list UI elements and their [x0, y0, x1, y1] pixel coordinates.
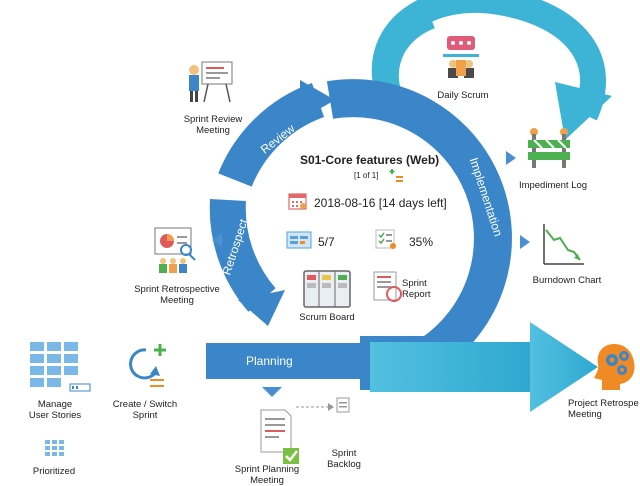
sprint-planning-meeting-label: Sprint Planning Meeting	[222, 464, 312, 486]
burndown-chart-icon[interactable]	[540, 222, 586, 273]
sprint-retrospective-meeting-label: Sprint Retrospective Meeting	[122, 284, 232, 306]
daily-scrum-label: Daily Scrum	[437, 90, 489, 101]
create-switch-sprint-label: Create / Switch Sprint	[100, 399, 190, 421]
manage-user-stories-icon[interactable]	[30, 342, 92, 399]
checklist-icon[interactable]	[374, 228, 398, 255]
retro-arrow	[212, 233, 222, 247]
sprint-review-meeting-text: Sprint Review Meeting	[183, 114, 243, 136]
impediment-arrow	[506, 151, 516, 165]
stories-done: 5/7	[318, 235, 335, 249]
burndown-chart-label: Burndown Chart	[532, 275, 602, 286]
impediment-log-icon[interactable]	[528, 126, 570, 175]
sprint-planning-meeting-icon[interactable]	[255, 408, 303, 469]
planning-label: Planning	[246, 354, 293, 368]
project-arrow	[370, 322, 598, 412]
sprint-backlog-label: Sprint Backlog	[316, 448, 372, 470]
project-retrospective-icon[interactable]	[592, 340, 640, 397]
create-switch-sprint-icon[interactable]	[120, 342, 170, 395]
sprint-retrospective-meeting-icon[interactable]	[153, 226, 197, 279]
burndown-arrow	[520, 235, 530, 249]
progress-percent: 35%	[409, 235, 434, 249]
planning-down-arrow	[262, 387, 282, 397]
manage-user-stories-label: Manage User Stories	[10, 399, 100, 421]
backlog-connector	[296, 403, 334, 411]
create-switch-sprint-text: Create / Switch Sprint	[112, 399, 178, 421]
daily-scrum-loop	[371, 0, 612, 140]
sprint-title[interactable]: S01-Core features (Web)	[300, 153, 440, 167]
sprint-review-meeting-label: Sprint Review Meeting	[168, 114, 258, 136]
manage-user-stories-text: Manage User Stories	[28, 399, 82, 421]
sprint-counter: [1 of 1]	[354, 171, 379, 180]
sprint-report-text: Sprint Report	[402, 278, 431, 300]
sprint-backlog-icon[interactable]	[335, 396, 353, 421]
sprint-report-icon[interactable]	[372, 270, 406, 311]
sprint-review-meeting-icon[interactable]	[186, 58, 236, 109]
project-retrospective-text: Project Retrospe Meeting	[568, 398, 639, 420]
switch-sprint-icon[interactable]	[388, 167, 404, 190]
prioritized-label: Prioritized	[32, 466, 76, 477]
daily-scrum-icon[interactable]	[443, 34, 479, 83]
scrum-board-label: Scrum Board	[299, 312, 355, 323]
sprint-backlog-text: Sprint Backlog	[327, 448, 361, 470]
calendar-icon	[288, 192, 308, 215]
prioritized-icon[interactable]	[45, 440, 65, 463]
impediment-log-label: Impediment Log	[518, 180, 588, 191]
sprint-retrospective-meeting-text: Sprint Retrospective Meeting	[134, 284, 220, 306]
project-retrospective-label: Project Retrospe Meeting	[568, 398, 640, 420]
user-stories-icon[interactable]	[286, 230, 312, 255]
scrum-board-icon[interactable]	[303, 270, 351, 313]
sprint-report-label: Sprint Report	[402, 278, 442, 300]
sprint-date-info: 2018-08-16 [14 days left]	[314, 196, 447, 210]
sprint-planning-meeting-text: Sprint Planning Meeting	[234, 464, 300, 486]
sprint-cycle-ring	[209, 79, 512, 371]
